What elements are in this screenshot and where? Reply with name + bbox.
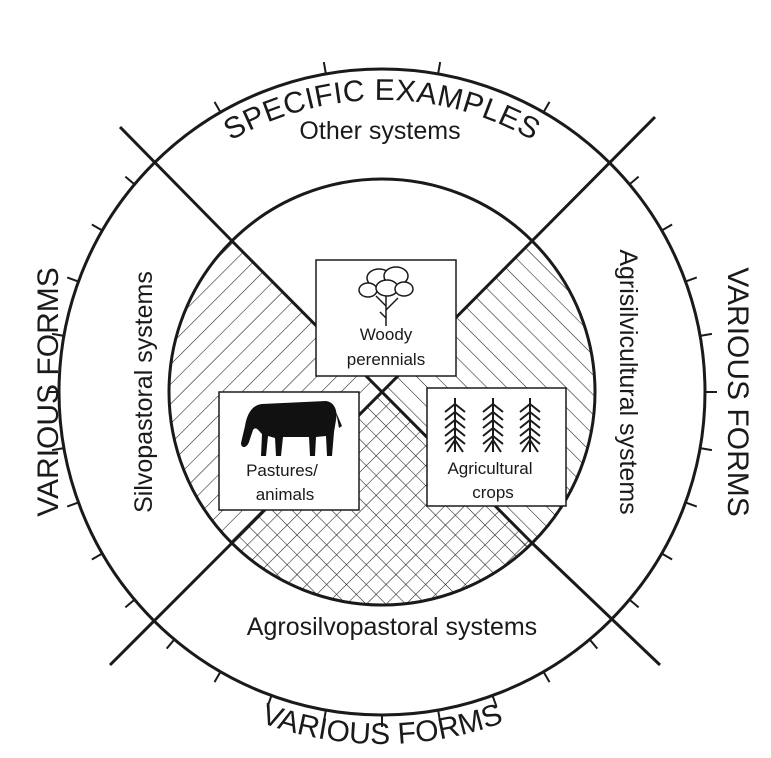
- inner-circle: [167, 177, 597, 607]
- label-agrosilvopastoral-systems: Agrosilvopastoral systems: [247, 613, 537, 641]
- cow-icon: [241, 401, 342, 456]
- pastures-label-line2: animals: [256, 485, 315, 504]
- agricultural-crops-box: Agricultural crops: [426, 387, 567, 507]
- label-various-forms-left: VARIOUS FORMS: [32, 267, 65, 516]
- crops-label-line1: Agricultural: [447, 459, 532, 478]
- crop-plants-icon: [444, 398, 541, 453]
- label-silvopastoral-systems: Silvopastoral systems: [130, 271, 158, 513]
- crops-label-line2: crops: [472, 483, 514, 502]
- pastures-label-line1: Pastures/: [246, 461, 318, 480]
- label-other-systems: Other systems: [299, 117, 460, 145]
- label-various-forms-right: VARIOUS FORMS: [721, 267, 754, 516]
- outer-tick-marks: [47, 61, 717, 727]
- label-various-forms-bottom: VARIOUS FORMS: [258, 698, 507, 751]
- woody-label-line1: Woody: [360, 325, 413, 344]
- label-agrisilvicultural-systems: Agrisilvicultural systems: [614, 249, 642, 514]
- bottom-crosshatched-sector: [169, 392, 595, 605]
- pastures-animals-box: Pastures/ animals: [218, 391, 360, 511]
- woody-label-line2: perennials: [347, 350, 425, 369]
- woody-perennials-box: Woody perennials: [315, 259, 457, 377]
- tree-icon: [358, 266, 414, 326]
- hatched-sectors: [169, 179, 595, 605]
